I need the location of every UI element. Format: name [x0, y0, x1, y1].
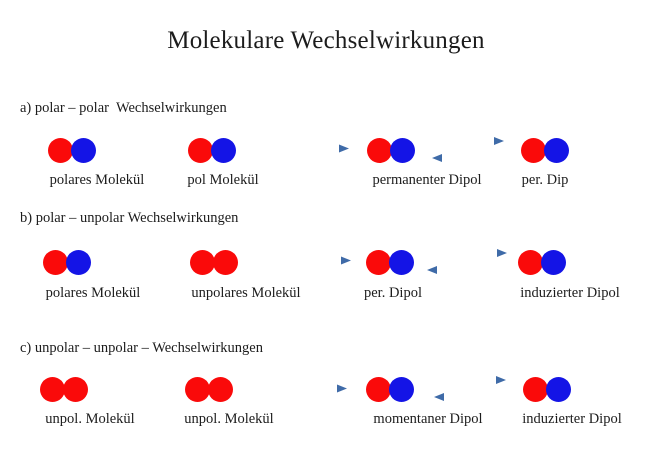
atom-red	[518, 250, 543, 275]
atom-red	[40, 377, 65, 402]
molecule-label-a-4: per. Dip	[521, 172, 569, 188]
atom-red	[188, 138, 213, 163]
atom-blue	[71, 138, 96, 163]
atom-red	[213, 250, 238, 275]
atom-red	[190, 250, 215, 275]
molecule-label-c-1: unpol. Molekül	[45, 411, 135, 427]
atom-red	[208, 377, 233, 402]
molecule-label-c-3: momentaner Dipol	[373, 411, 483, 427]
atom-blue	[546, 377, 571, 402]
section-heading-a: a) polar – polar Wechselwirkungen	[20, 100, 227, 116]
atom-red	[366, 377, 391, 402]
molecule-c-1	[40, 377, 88, 402]
molecule-b-4	[518, 250, 566, 275]
molecule-label-c-2: unpol. Molekül	[184, 411, 274, 427]
molecule-c-3	[366, 377, 414, 402]
molecule-a-2	[188, 138, 236, 163]
atom-blue	[389, 250, 414, 275]
molecule-b-2	[190, 250, 238, 275]
atom-blue	[389, 377, 414, 402]
atom-red	[43, 250, 68, 275]
molecule-a-1	[48, 138, 96, 163]
atom-red	[63, 377, 88, 402]
molecule-label-a-3: permanenter Dipol	[372, 172, 482, 188]
arrow-right-c-1	[272, 383, 347, 394]
molecule-b-1	[43, 250, 91, 275]
molecule-a-3	[367, 138, 415, 163]
arrow-right-b-1	[283, 255, 351, 266]
molecule-a-4	[521, 138, 569, 163]
section-heading-c: c) unpolar – unpolar – Wechselwirkungen	[20, 340, 263, 356]
atom-red	[521, 138, 546, 163]
atom-red	[366, 250, 391, 275]
molecule-label-b-3: per. Dipol	[364, 285, 422, 301]
atom-blue	[390, 138, 415, 163]
atom-blue	[541, 250, 566, 275]
molecule-label-b-1: polares Molekül	[45, 285, 141, 301]
arrow-double-c	[434, 375, 506, 401]
arrow-double-a	[432, 136, 504, 162]
section-heading-b: b) polar – unpolar Wechselwirkungen	[20, 210, 239, 226]
molecule-label-b-2: unpolares Molekül	[191, 285, 301, 301]
atom-red	[48, 138, 73, 163]
atom-blue	[544, 138, 569, 163]
page-title: Molekulare Wechselwirkungen	[167, 27, 485, 54]
atom-red	[367, 138, 392, 163]
arrow-double-b	[427, 248, 507, 274]
molecule-label-a-1: polares Molekül	[49, 172, 145, 188]
molecule-label-a-2: pol Molekül	[187, 172, 259, 188]
atom-red	[523, 377, 548, 402]
atom-red	[185, 377, 210, 402]
molecule-b-3	[366, 250, 414, 275]
molecule-label-b-4: induzierter Dipol	[520, 285, 620, 301]
molecule-label-c-4: induzierter Dipol	[522, 411, 622, 427]
arrow-right-a-1	[281, 143, 349, 154]
molecule-c-2	[185, 377, 233, 402]
atom-blue	[211, 138, 236, 163]
atom-blue	[66, 250, 91, 275]
molecule-c-4	[523, 377, 571, 402]
